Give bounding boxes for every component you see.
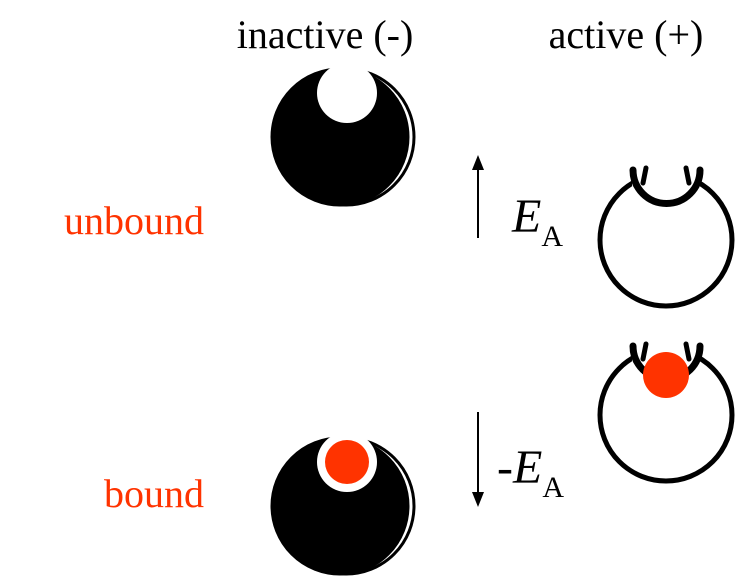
active-bound-receptor — [600, 326, 732, 481]
column-header-active: active (+) — [549, 12, 704, 57]
energy-label-down: -EA — [497, 441, 564, 504]
binding-pocket-empty — [317, 63, 377, 123]
energy-label-up: EA — [511, 190, 563, 253]
energy-symbol: E — [512, 441, 542, 494]
arrow-down-head — [472, 492, 484, 507]
energy-symbol: E — [511, 190, 541, 243]
inactive-bound-receptor — [272, 432, 414, 574]
row-label-unbound: unbound — [64, 198, 204, 243]
active-unbound-receptor — [600, 150, 732, 306]
energy-subscript: A — [542, 471, 564, 504]
energy-prefix: - — [497, 441, 513, 494]
row-label-bound: bound — [104, 471, 204, 516]
arrow-down — [472, 412, 484, 507]
ligand — [643, 352, 689, 398]
arrow-up-head — [472, 155, 484, 170]
arrow-up — [472, 155, 484, 238]
ligand — [325, 440, 369, 484]
column-header-inactive: inactive (-) — [237, 12, 414, 57]
energy-subscript: A — [541, 220, 563, 253]
inactive-unbound-receptor — [272, 63, 414, 205]
